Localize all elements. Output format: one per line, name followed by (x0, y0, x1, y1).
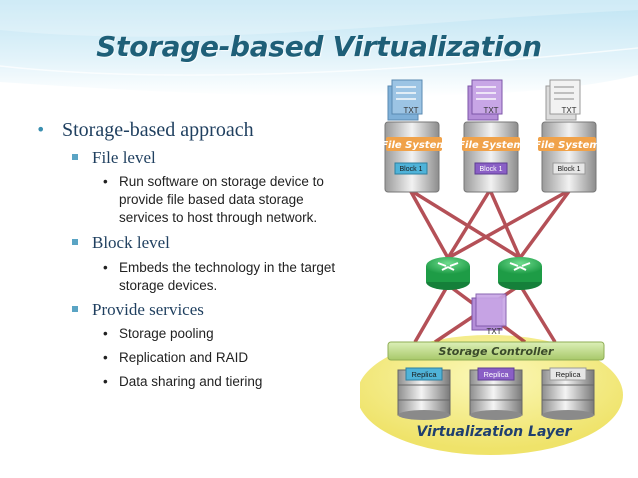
replica-label-3: Replica (555, 370, 581, 379)
block-tag (394, 162, 428, 175)
block-tag (552, 162, 586, 175)
storage-controller-bar (387, 341, 605, 361)
square-bullet-icon (72, 306, 78, 312)
file-system-label-1: File System (381, 140, 447, 151)
detail-line: provide file based data storage (119, 192, 304, 207)
block-tag (474, 162, 508, 175)
center-doc-label: TXT (486, 327, 501, 336)
bullet-dot-icon: • (103, 326, 108, 341)
disk-stack-2 (469, 367, 523, 420)
block-label-2: Block 1 (480, 166, 503, 173)
bullet-text: Storage-based approach (62, 119, 254, 141)
detail-line: Run software on storage device to (119, 174, 324, 189)
replica-label-1: Replica (411, 370, 437, 379)
doc-label-3: TXT (561, 106, 576, 115)
doc-label-2: TXT (483, 106, 498, 115)
file-system-label-bg (462, 137, 520, 151)
bullet-dot-icon: • (103, 350, 108, 365)
storage-virtualization-diagram: TXT TXT TXT File System File System File… (360, 79, 623, 455)
file-system-label-2: File System (458, 140, 524, 151)
detail-line: services to host through network. (119, 210, 318, 225)
block-label-3: Block 1 (558, 166, 581, 173)
bullet-text: File level (92, 148, 156, 167)
disk-stack-1 (397, 367, 451, 420)
server-1 (384, 79, 442, 193)
switch-arrows-icon (509, 262, 531, 271)
bullet-dot-icon: • (103, 374, 108, 389)
center-document-icon (471, 293, 507, 331)
bullet-text: Block level (92, 233, 170, 252)
bullet-dot-icon: • (36, 120, 46, 139)
switch-arrows-icon (437, 262, 459, 271)
storage-controller-label: Storage Controller (439, 345, 554, 358)
replica-tag (405, 367, 443, 381)
bullet-dot-icon: • (103, 174, 108, 189)
file-system-label-3: File System (534, 140, 600, 151)
detail-line: Embeds the technology in the target (119, 260, 336, 275)
file-system-label-bg (386, 137, 442, 151)
server-3 (538, 79, 597, 193)
detail-line: Data sharing and tiering (119, 374, 263, 389)
square-bullet-icon (72, 239, 78, 245)
slide-title: Storage-based Virtualization (96, 30, 542, 63)
replica-label-2: Replica (483, 370, 509, 379)
switch-1 (426, 257, 470, 290)
detail-line: storage devices. (119, 278, 218, 293)
block-label-1: Block 1 (400, 166, 423, 173)
virtualization-layer-label: Virtualization Layer (416, 424, 572, 440)
server-2 (462, 79, 520, 193)
switch-2 (498, 257, 542, 290)
detail-line: Storage pooling (119, 326, 214, 341)
bullet-dot-icon: • (103, 260, 108, 275)
disk-stack-3 (541, 367, 595, 420)
doc-label-1: TXT (403, 106, 418, 115)
replica-tag (549, 367, 587, 381)
file-system-label-bg (538, 137, 596, 151)
replica-tag (477, 367, 515, 381)
detail-line: Replication and RAID (119, 350, 249, 365)
bullet-text: Provide services (92, 300, 204, 319)
square-bullet-icon (72, 154, 78, 160)
